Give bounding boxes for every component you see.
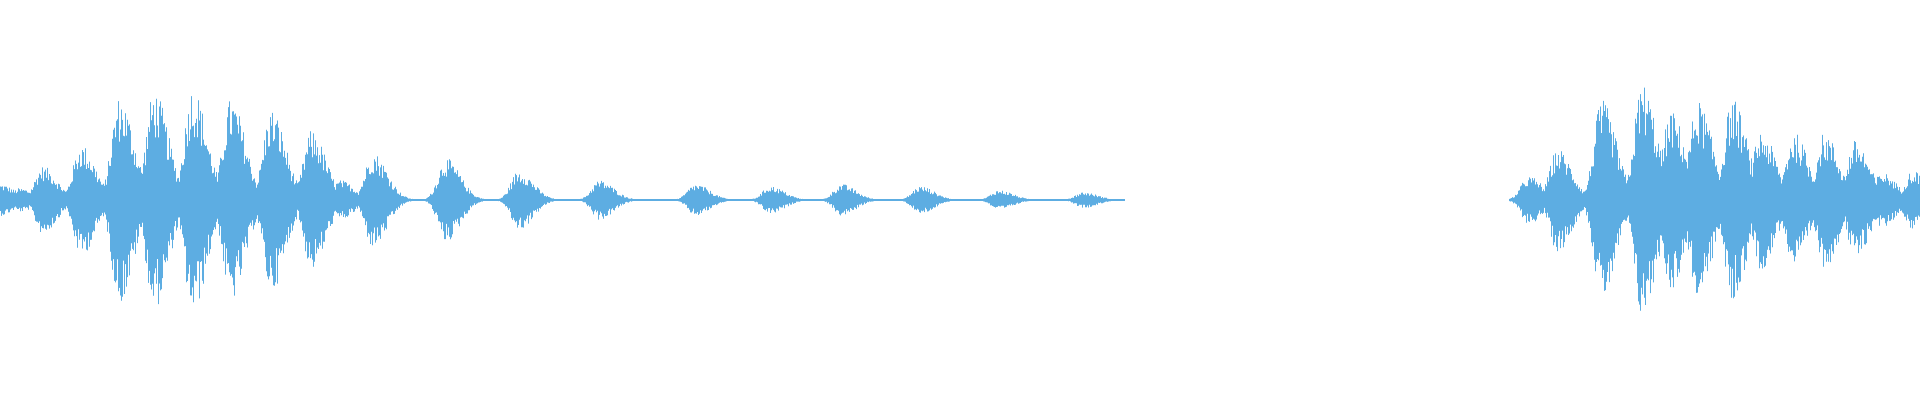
waveform-segment-1 xyxy=(0,96,1125,305)
waveform-samples xyxy=(1509,87,1920,311)
waveform-segment-2 xyxy=(1509,87,1920,311)
waveform-bars xyxy=(0,87,1920,311)
waveform-samples xyxy=(0,96,1125,305)
